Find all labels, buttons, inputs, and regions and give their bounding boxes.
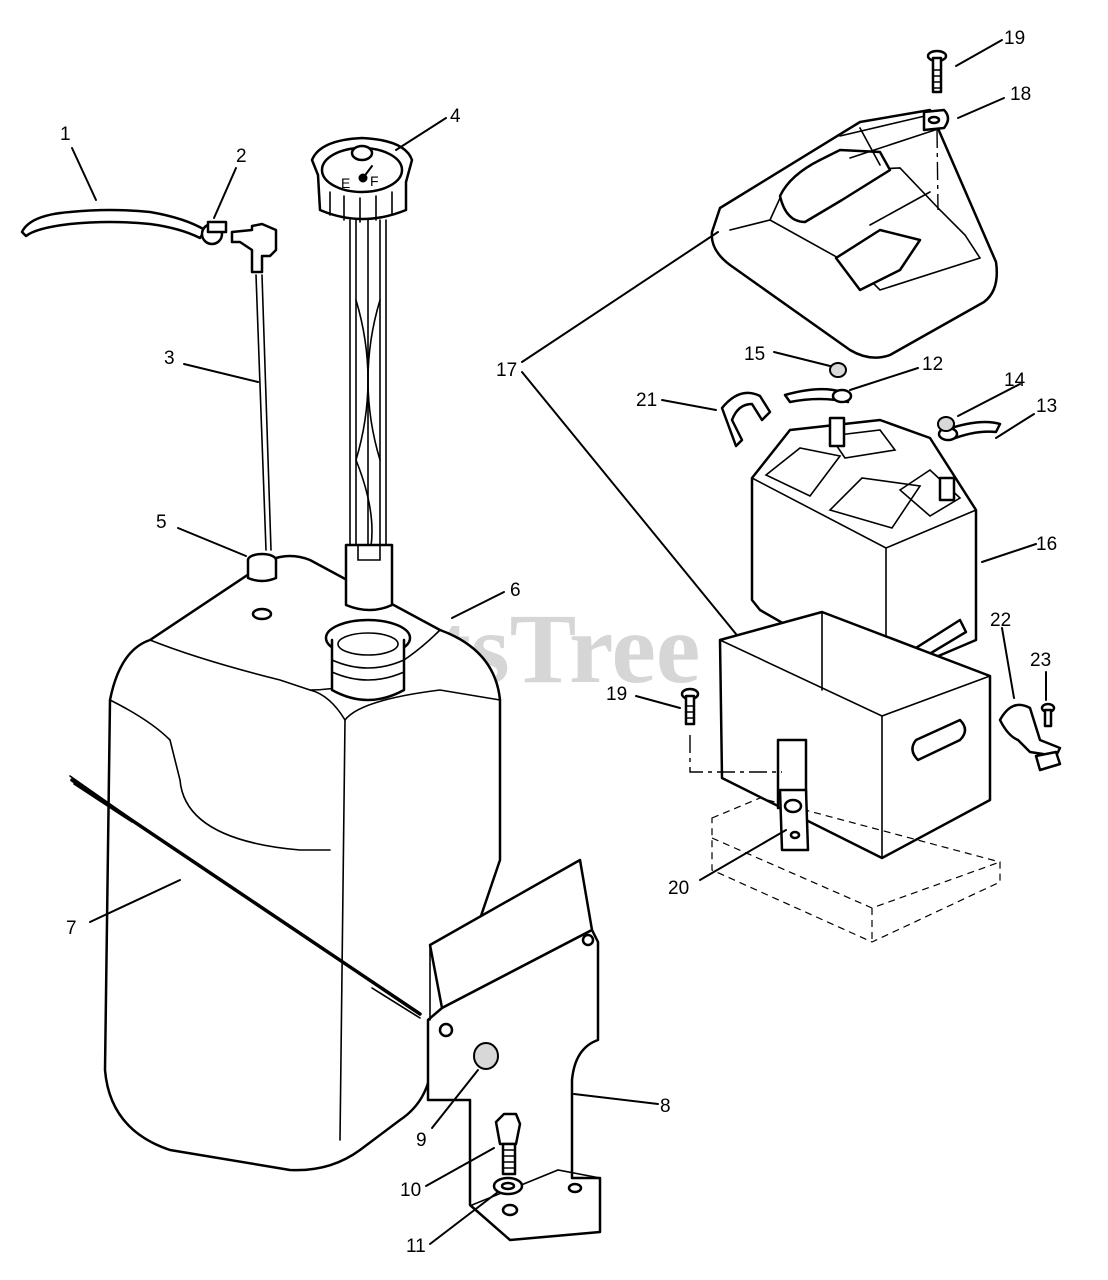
fuel-gauge-cap: E F: [310, 136, 414, 223]
callout-1: 1: [60, 124, 71, 145]
callout-21: 21: [636, 390, 657, 411]
callout-6: 6: [510, 580, 521, 601]
pickup-tube: [255, 274, 272, 551]
callout-11: 11: [406, 1236, 426, 1257]
bolt-top: [926, 49, 948, 94]
callout-13: 13: [1036, 396, 1057, 417]
hose-clamp: [200, 220, 228, 246]
battery-cable-positive: [783, 387, 850, 404]
fuel-tank: [103, 554, 502, 1172]
terminal-nut-14: [937, 416, 955, 432]
callout-4: 4: [450, 106, 461, 127]
callout-5: 5: [156, 512, 167, 533]
fuel-line: [20, 208, 207, 240]
bolt: [494, 1112, 522, 1176]
nut: [473, 1042, 499, 1070]
callout-9: 9: [416, 1130, 427, 1151]
callout-8: 8: [660, 1096, 671, 1117]
washer: [492, 1176, 524, 1196]
terminal-nut-15: [829, 362, 847, 378]
fuel-gauge-sender: [344, 219, 394, 612]
gauge-letter-f: F: [370, 173, 379, 189]
callout-14: 14: [1004, 370, 1026, 391]
leader-lines: [71, 39, 1047, 1245]
callout-20: 20: [668, 878, 689, 899]
gauge-letter-e: E: [341, 175, 350, 191]
callout-22: 22: [990, 610, 1011, 631]
callout-3: 3: [164, 348, 175, 369]
callout-23: 23: [1030, 650, 1051, 671]
tank-strap-rod: [69, 775, 422, 1019]
callout-15: 15: [744, 344, 765, 365]
grommet: [246, 552, 278, 583]
callout-19-top: 19: [1004, 28, 1025, 49]
callout-16: 16: [1036, 534, 1057, 555]
callout-12: 12: [922, 354, 943, 375]
battery-cover: [710, 108, 998, 359]
callout-labels: 1 2 3 4 5 6 7 8 9 10 11 12 13 14 15 16 1…: [60, 28, 1057, 1257]
screw: [1040, 702, 1056, 728]
battery-cable-negative: [943, 420, 1002, 442]
tank-bracket: [426, 858, 602, 1242]
bolt-lower: [680, 687, 700, 726]
callout-19-lower: 19: [606, 684, 627, 705]
callout-10: 10: [400, 1180, 421, 1201]
battery-bracket: [778, 788, 810, 852]
callout-17: 17: [496, 360, 517, 381]
mounting-surface-ghost: [711, 797, 1001, 943]
callout-7: 7: [66, 918, 77, 939]
hold-down-strap: [922, 108, 950, 132]
cable-clamp: [998, 703, 1062, 772]
callout-2: 2: [236, 146, 247, 167]
callout-18: 18: [1010, 84, 1031, 105]
terminal-boot: [720, 391, 772, 448]
elbow-fitting: [230, 222, 278, 274]
